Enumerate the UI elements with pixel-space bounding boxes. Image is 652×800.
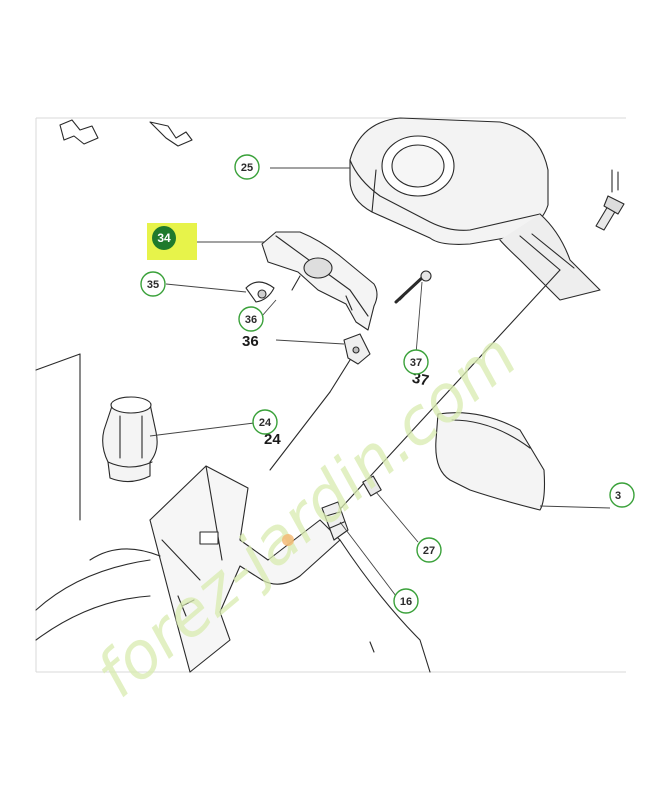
part-36-bracket (343, 333, 371, 365)
printed-label-24: 24 (264, 431, 281, 448)
part-24-cup (102, 396, 158, 483)
part-bolt-top-right (595, 169, 625, 231)
callout-37[interactable]: 37 (403, 349, 429, 375)
callout-34-highlighted[interactable]: 34 (147, 223, 197, 260)
printed-label-36: 36 (242, 333, 259, 350)
svg-text:16: 16 (400, 596, 412, 608)
watermark-logo: forez-jardin.com (83, 319, 531, 712)
part-37-screw (394, 270, 432, 304)
callout-27[interactable]: 27 (416, 537, 442, 563)
callouts: 25 34 35 36 37 24 27 (140, 154, 635, 614)
svg-text:35: 35 (147, 279, 159, 291)
svg-text:25: 25 (241, 162, 253, 174)
part-34-handle (261, 231, 378, 331)
leader-lines (149, 167, 611, 597)
part-35-cap (245, 281, 275, 303)
left-frame-stubs (35, 353, 81, 521)
callout-16[interactable]: 16 (393, 588, 419, 614)
line-art (35, 117, 625, 673)
callout-25[interactable]: 25 (234, 154, 260, 180)
callout-36[interactable]: 36 (238, 306, 264, 332)
svg-text:36: 36 (245, 314, 257, 326)
svg-text:34: 34 (157, 231, 171, 245)
callout-3-partial[interactable]: 3 (609, 482, 635, 508)
svg-text:27: 27 (423, 545, 435, 557)
part-16-clip (321, 501, 349, 541)
callout-24[interactable]: 24 (252, 409, 278, 435)
part-25-housing (349, 117, 601, 301)
part-clip-top-left (59, 119, 193, 147)
frame-lines (35, 117, 626, 673)
svg-text:24: 24 (259, 417, 272, 429)
part-3-grip (435, 412, 546, 511)
watermark-text: forez-jardin.com (83, 319, 531, 712)
lower-frame (35, 465, 431, 673)
callout-35[interactable]: 35 (140, 271, 166, 297)
watermark-dot (282, 534, 294, 546)
svg-text:37: 37 (410, 357, 422, 369)
svg-text:3: 3 (615, 490, 621, 502)
part-27-sleeve (362, 475, 382, 497)
